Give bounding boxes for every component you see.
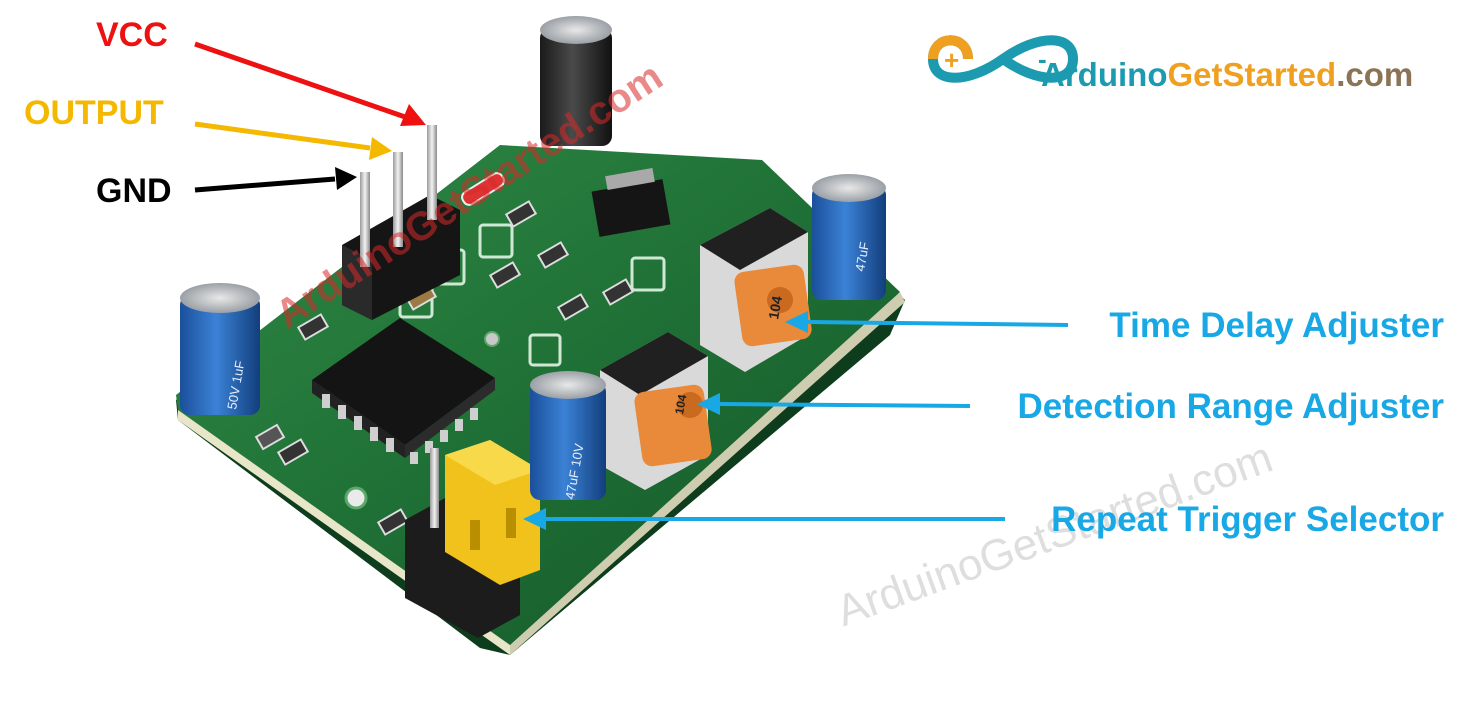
trigger-jumper [405, 440, 540, 638]
output-arrow [194, 121, 392, 160]
smd-components [254, 167, 671, 536]
repeat-trigger-arrow [523, 508, 1005, 530]
site-logo: + - ArduinoGetStarted.com [928, 14, 1448, 104]
output-label: OUTPUT [24, 94, 164, 132]
capacitor-blue-right [812, 174, 886, 300]
svg-text:+: + [944, 45, 959, 75]
vcc-label: VCC [96, 16, 168, 54]
time-delay-adjuster-label: Time Delay Adjuster [1109, 306, 1444, 345]
potentiometer-time-delay [700, 208, 812, 372]
vcc-arrow [194, 41, 426, 126]
time-delay-arrow [785, 311, 1069, 333]
power-header [342, 125, 460, 320]
repeat-trigger-selector-label: Repeat Trigger Selector [1051, 500, 1444, 539]
logo-part-com: .com [1336, 56, 1414, 93]
logo-part-getstarted: GetStarted [1167, 56, 1337, 93]
arduino-infinity-icon: + - [928, 35, 1078, 83]
capacitor-blue-left [180, 283, 260, 415]
capacitor-blue-front [530, 371, 606, 500]
ic-chip [312, 318, 495, 464]
gnd-label: GND [96, 172, 172, 210]
detection-range-arrow [697, 393, 971, 415]
logo-wordmark: ArduinoGetStarted.com [1041, 56, 1413, 94]
capacitor-black [540, 16, 612, 146]
detection-range-adjuster-label: Detection Range Adjuster [1017, 387, 1444, 426]
gnd-arrow [194, 167, 357, 193]
logo-part-arduino: Arduino [1041, 56, 1168, 93]
svg-text:-: - [1038, 44, 1047, 74]
potentiometer-detection-range [600, 332, 712, 490]
